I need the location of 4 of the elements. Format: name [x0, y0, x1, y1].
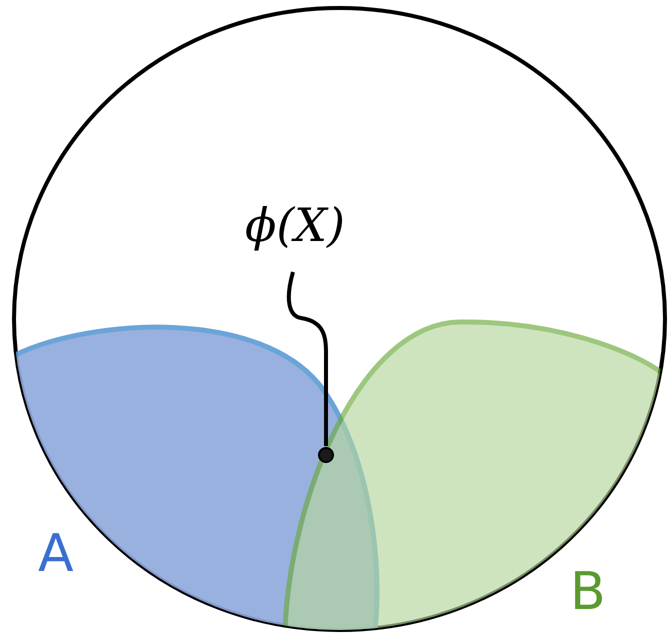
formula-label: ϕ(X) [245, 198, 345, 252]
set-label: A [38, 524, 74, 584]
leader-line [286, 272, 328, 446]
set-label: B [570, 562, 606, 622]
